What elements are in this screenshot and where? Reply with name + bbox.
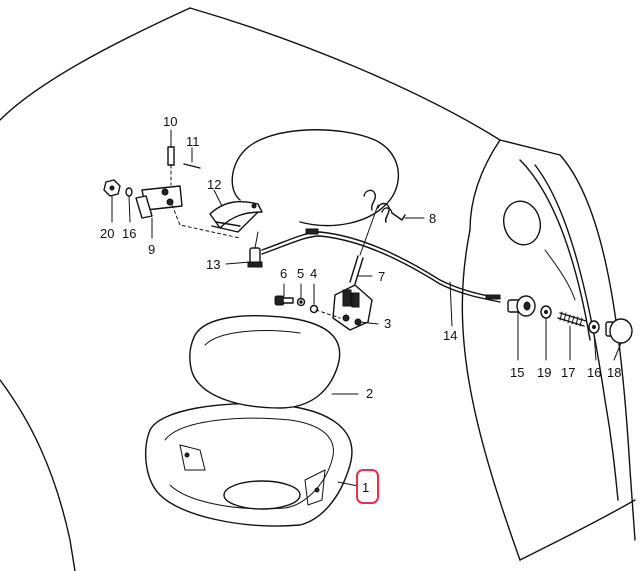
hinge — [332, 284, 373, 331]
callout-20: 20 — [100, 226, 114, 241]
callout-11: 11 — [186, 134, 200, 149]
callout-10: 10 — [163, 114, 177, 129]
highlight-box — [356, 469, 379, 504]
callout-15: 15 — [510, 365, 524, 380]
callout-17: 17 — [561, 365, 575, 380]
callout-9: 9 — [148, 242, 155, 257]
fuel-filler-housing — [145, 403, 353, 527]
body-panel — [0, 7, 636, 571]
rod-7 — [349, 204, 379, 285]
callout-19: 19 — [537, 365, 551, 380]
nut-washer-left — [103, 179, 133, 197]
callout-2: 2 — [366, 386, 373, 401]
callout-6: 6 — [280, 266, 287, 281]
callout-16b: 16 — [587, 365, 601, 380]
cable-end-13 — [247, 231, 263, 268]
callout-1: 1 — [362, 480, 369, 495]
release-knob-assembly — [507, 295, 633, 344]
callout-4: 4 — [310, 266, 317, 281]
callout-8: 8 — [429, 211, 436, 226]
callout-7: 7 — [378, 269, 385, 284]
fasteners-4-5-6 — [274, 295, 341, 319]
callout-5: 5 — [297, 266, 304, 281]
latch-lever-12 — [209, 189, 263, 233]
callout-14: 14 — [443, 328, 457, 343]
callout-12: 12 — [207, 177, 221, 192]
spring-8 — [363, 189, 406, 223]
callout-3: 3 — [384, 316, 391, 331]
callout-18: 18 — [607, 365, 621, 380]
bracket-9 — [135, 185, 241, 239]
leader-lines — [111, 195, 622, 487]
clip-11 — [183, 147, 201, 169]
fuel-flap — [189, 315, 341, 409]
callout-13: 13 — [206, 257, 220, 272]
pin-10 — [167, 129, 175, 186]
callout-16a: 16 — [122, 226, 136, 241]
release-cable-14 — [261, 228, 501, 303]
callout-labels: 1 2 3 4 5 6 7 8 9 10 11 12 13 14 15 16 1… — [100, 114, 621, 495]
